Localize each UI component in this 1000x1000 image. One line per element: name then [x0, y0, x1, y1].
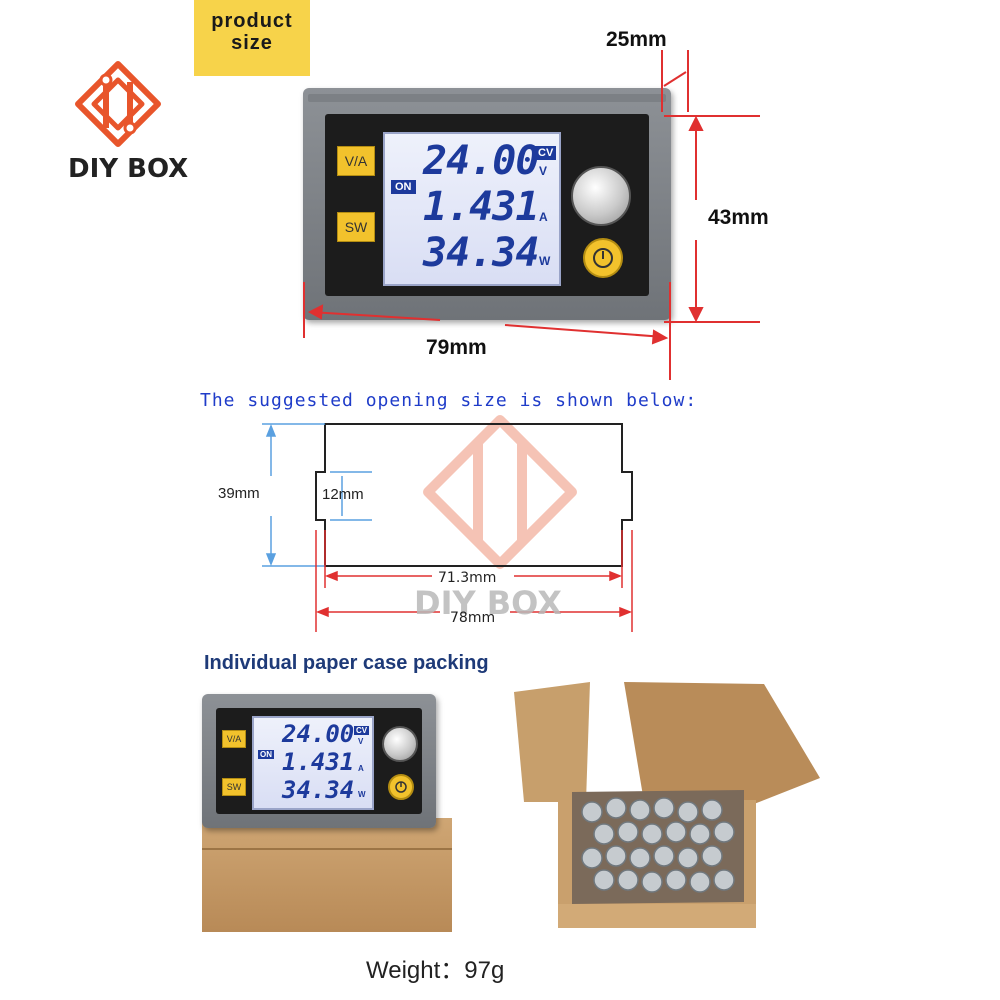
small-current: 1.431 [282, 748, 355, 776]
product-size-tag: product size [194, 0, 310, 76]
notch-label: 12mm [322, 486, 364, 503]
paper-box-open [514, 682, 820, 928]
dimension-lines [303, 50, 760, 380]
small-power-icon [395, 781, 407, 793]
device-small: V/A SW ON 24.00 CV V 1.431 A 34.34 W [202, 694, 436, 828]
small-unit-v: V [358, 737, 364, 746]
packing-caption: Individual paper case packing [204, 652, 489, 674]
cv-badge: CV [535, 146, 557, 160]
device-bezel: V/A SW ON 24.00 CV V 1.431 A 34.34 W [325, 114, 649, 296]
outer-width-label: 78mm [450, 610, 496, 626]
brand-logo [68, 58, 168, 148]
small-power-button[interactable] [388, 774, 414, 800]
unit-a-label: A [539, 210, 548, 224]
device-top-edge [308, 94, 666, 102]
small-unit-a: A [358, 764, 364, 773]
voltage-readout: 24.00 [423, 138, 539, 184]
power-icon [593, 248, 613, 268]
unit-w-label: W [539, 254, 551, 268]
inner-width-label: 71.3mm [438, 570, 497, 586]
current-readout: 1.431 [423, 184, 539, 230]
tag-line-2: size [231, 32, 273, 54]
height-label: 43mm [708, 206, 769, 229]
small-cv-badge: CV [354, 726, 370, 735]
small-knob[interactable] [382, 726, 418, 762]
small-va-button[interactable]: V/A [222, 730, 246, 748]
box-seam [202, 848, 452, 850]
small-sw-button[interactable]: SW [222, 778, 246, 796]
opening-caption: The suggested opening size is shown belo… [200, 390, 698, 411]
sw-button[interactable]: SW [337, 212, 375, 242]
device-front: V/A SW ON 24.00 CV V 1.431 A 34.34 W [303, 88, 671, 320]
opening-height-label: 39mm [218, 485, 260, 502]
lcd-screen: ON 24.00 CV V 1.431 A 34.34 W [383, 132, 561, 286]
depth-label: 25mm [606, 28, 667, 51]
small-bezel: V/A SW ON 24.00 CV V 1.431 A 34.34 W [216, 708, 422, 814]
adjust-knob[interactable] [571, 166, 631, 226]
unit-v-label: V [539, 164, 548, 178]
on-badge: ON [391, 180, 416, 194]
small-power: 34.34 [282, 776, 355, 804]
brand-name: DIY BOX [68, 154, 189, 184]
width-label: 79mm [426, 336, 487, 359]
opening-diagram [262, 415, 633, 632]
tag-line-1: product [211, 10, 293, 32]
small-voltage: 24.00 [282, 720, 355, 748]
paper-box-closed [202, 818, 452, 932]
weight-label: Weight：97g [366, 957, 505, 984]
circuit-logo-icon [75, 61, 161, 147]
small-unit-w: W [358, 790, 366, 799]
power-button[interactable] [583, 238, 623, 278]
va-button[interactable]: V/A [337, 146, 375, 176]
watermark-text: DIY BOX [414, 584, 562, 622]
small-lcd: ON 24.00 CV V 1.431 A 34.34 W [252, 716, 374, 810]
power-readout: 34.34 [423, 230, 539, 276]
small-on-badge: ON [258, 750, 274, 759]
